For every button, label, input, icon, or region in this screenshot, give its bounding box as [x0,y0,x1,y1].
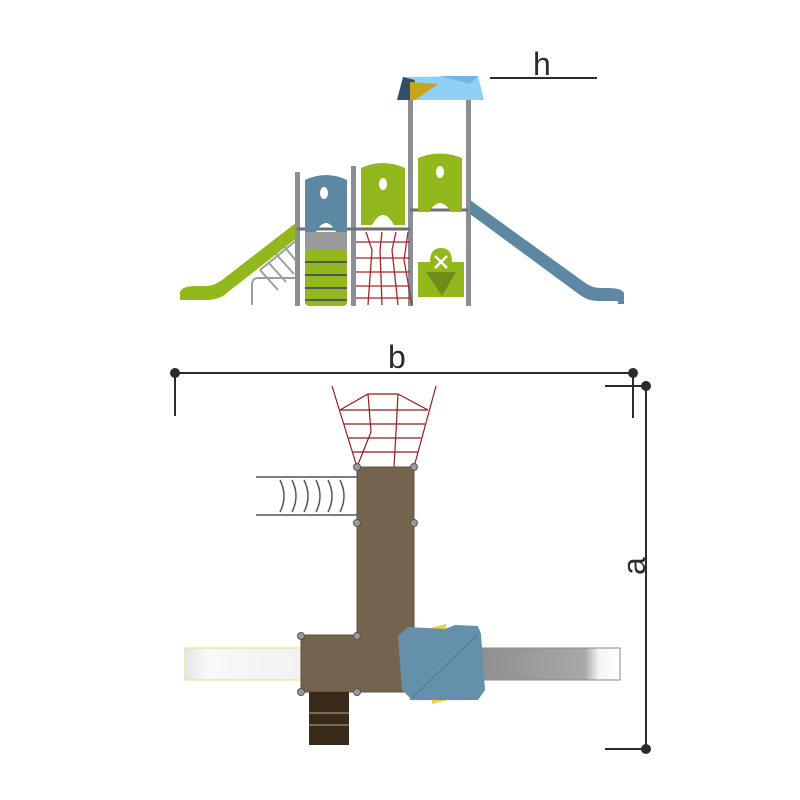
x-cutout-icon [434,255,448,269]
green-panel-1 [361,163,405,225]
blue-panel [305,175,347,232]
climbing-net [356,231,413,306]
plan-view: b a [170,339,652,754]
panel-shelf [426,272,456,296]
length-dimension [605,385,647,750]
posts [295,100,471,306]
post-caps [297,463,418,696]
right-slide [470,200,624,304]
plan-roof [398,624,485,704]
steps [305,232,347,306]
green-panel-2 [418,153,462,212]
plan-ladder [256,476,357,516]
dimension-endpoint [628,368,638,378]
plan-right-slide [479,647,621,681]
deck [300,466,415,693]
dimension-endpoint [641,744,651,754]
panel-hole [436,166,444,178]
height-label: h [533,46,551,82]
plan-left-slide [184,647,302,681]
plan-net [331,385,437,468]
roof [397,76,484,100]
dimension-endpoint [170,368,180,378]
dimension-endpoint [641,381,651,391]
left-slide [180,222,297,300]
panel-hole [320,187,328,199]
width-dimension [174,372,634,418]
length-label: a [616,557,652,575]
plan-steps [309,692,349,745]
elevation-view: h [180,46,624,306]
climbing-ladder [251,239,298,305]
width-label: b [388,339,406,375]
panel-hole [379,178,387,190]
